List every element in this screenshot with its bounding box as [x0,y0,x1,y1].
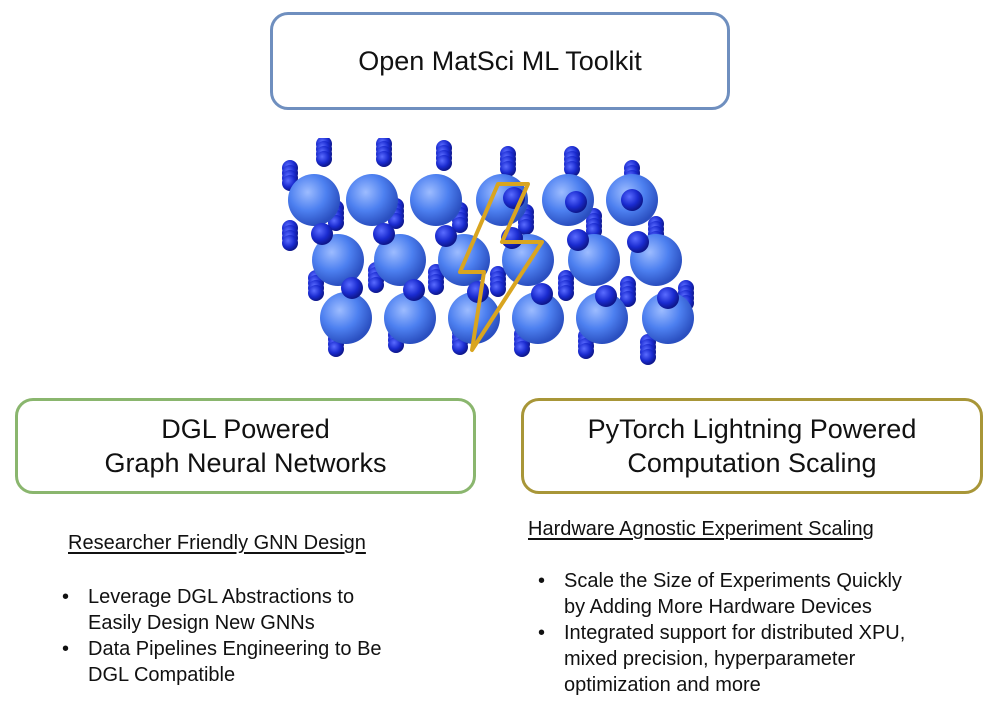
lattice-atom [514,341,530,357]
lattice-atom [288,174,340,226]
lattice-atom [595,285,617,307]
lattice-atom [316,151,332,167]
lattice-atom [490,281,506,297]
list-item: Leverage DGL Abstractions to Easily Desi… [58,584,478,636]
dgl-panel-box: DGL Powered Graph Neural Networks [15,398,476,494]
lattice-atom [373,223,395,245]
lattice-atom [320,292,372,344]
lattice-atom [578,343,594,359]
lattice-atom [435,225,457,247]
lattice-atom [384,292,436,344]
dgl-panel-title-line2: Graph Neural Networks [104,448,387,478]
list-item: Integrated support for distributed XPU, … [534,620,994,698]
lightning-panel-title-line1: PyTorch Lightning Powered [587,414,917,444]
lattice-atom [558,285,574,301]
lattice-atom [410,174,462,226]
lattice-atom [368,277,384,293]
lattice-atom [328,341,344,357]
list-item: Scale the Size of Experiments Quickly by… [534,568,994,620]
lattice-atom [576,292,628,344]
lattice-atom [448,292,500,344]
lattice-atom [627,231,649,253]
lattice-atom [567,229,589,251]
lattice-atom [311,223,333,245]
lattice-atom [403,279,425,301]
lattice-atom [374,234,426,286]
lattice-atom [452,217,468,233]
lattice-atom [657,287,679,309]
lattice-atom [564,161,580,177]
lightning-panel-box: PyTorch Lightning Powered Computation Sc… [521,398,983,494]
crystal-lattice-icon [282,138,694,365]
lattice-atom [642,292,694,344]
lattice-atom [512,292,564,344]
lattice-atom [428,279,444,295]
lattice-atom [621,189,643,211]
dgl-panel-title-line1: DGL Powered [161,414,330,444]
lattice-atom [565,191,587,213]
lightning-bullet-list: Scale the Size of Experiments Quickly by… [534,568,994,698]
lattice-atom [436,155,452,171]
lattice-atom [388,213,404,229]
lattice-atom [346,174,398,226]
lightning-subheading: Hardware Agnostic Experiment Scaling [528,518,874,540]
lattice-atom [328,215,344,231]
lattice-atom [452,339,468,355]
lightning-bolt-icon [458,182,544,352]
lattice-atom [640,349,656,365]
lattice-atom [620,291,636,307]
toolkit-title-box: Open MatSci ML Toolkit [270,12,730,110]
lattice-atom [282,235,298,251]
lattice-atom [500,161,516,177]
lattice-atom [341,277,363,299]
lightning-panel-title-line2: Computation Scaling [627,448,877,478]
lattice-atom [376,151,392,167]
toolkit-title: Open MatSci ML Toolkit [358,46,642,76]
lattice-atom [308,285,324,301]
list-item: Data Pipelines Engineering to Be DGL Com… [58,636,478,688]
lattice-atom [518,219,534,235]
lattice-atom [312,234,364,286]
dgl-bullet-list: Leverage DGL Abstractions to Easily Desi… [58,584,478,688]
dgl-subheading: Researcher Friendly GNN Design [68,532,366,554]
lattice-atom [531,283,553,305]
